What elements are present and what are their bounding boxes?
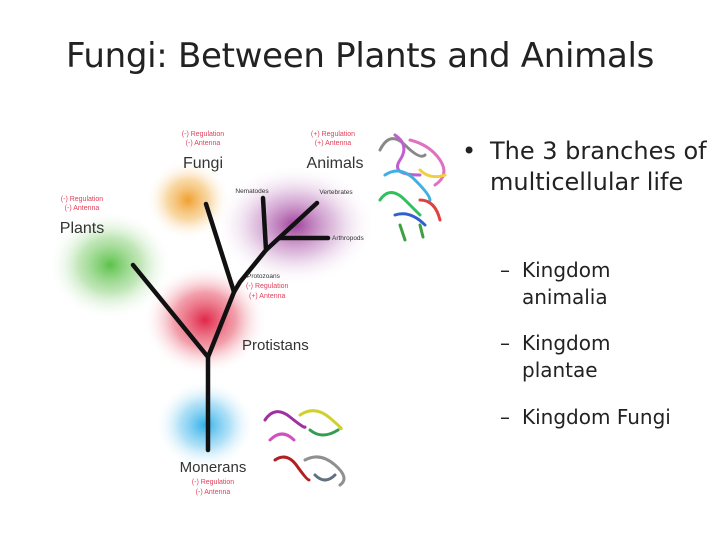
slide-title: Fungi: Between Plants and Animals bbox=[65, 36, 655, 76]
monerans-label: Monerans bbox=[180, 459, 247, 476]
plants-blob bbox=[48, 210, 172, 320]
subbullet-text: Kingdom Fungi bbox=[522, 405, 671, 429]
subbullet-item: – Kingdom plantae bbox=[500, 330, 650, 384]
bullet-item: • The 3 branches of multicellular life bbox=[462, 136, 712, 198]
monerans-blob bbox=[155, 380, 255, 470]
animals-regulation: (+) Regulation bbox=[311, 131, 355, 138]
animals-antenna: (+) Antenna bbox=[315, 140, 351, 147]
subbullet-item: – Kingdom Fungi bbox=[500, 404, 720, 431]
tree-branches bbox=[130, 195, 331, 453]
bullet-dot-icon: • bbox=[462, 137, 477, 165]
monerans-antenna: (-) Antenna bbox=[196, 489, 231, 496]
animals-label: Animals bbox=[307, 155, 364, 172]
protozoans-label: Protozoans bbox=[247, 273, 281, 280]
dash-icon: – bbox=[500, 405, 510, 429]
protozoans-antenna: (+) Antenna bbox=[249, 293, 285, 300]
plants-label: Plants bbox=[60, 220, 104, 237]
vertebrates-label: Vertebrates bbox=[319, 189, 353, 196]
arthropods-label: Arthropods bbox=[332, 235, 365, 242]
protistans-blob bbox=[143, 265, 267, 375]
monerans-regulation: (-) Regulation bbox=[192, 479, 235, 486]
protein-structure-animals bbox=[378, 133, 447, 242]
fungi-label: Fungi bbox=[183, 155, 223, 172]
fungi-regulation: (-) Regulation bbox=[182, 131, 225, 138]
bullet-text: The 3 branches of multicellular life bbox=[490, 137, 707, 196]
subbullet-item: – Kingdom animalia bbox=[500, 257, 700, 311]
nematodes-label: Nematodes bbox=[235, 188, 269, 195]
subbullet-text: Kingdom plantae bbox=[522, 331, 611, 382]
protistans-label: Protistans bbox=[242, 337, 309, 354]
subbullet-text: Kingdom animalia bbox=[522, 258, 611, 309]
plants-regulation: (-) Regulation bbox=[61, 196, 104, 203]
dash-icon: – bbox=[500, 258, 510, 282]
fungi-antenna: (-) Antenna bbox=[186, 140, 221, 147]
dash-icon: – bbox=[500, 331, 510, 355]
plants-antenna: (-) Antenna bbox=[65, 205, 100, 212]
protozoans-regulation: (-) Regulation bbox=[246, 283, 289, 290]
protein-structure-monerans bbox=[263, 409, 346, 487]
